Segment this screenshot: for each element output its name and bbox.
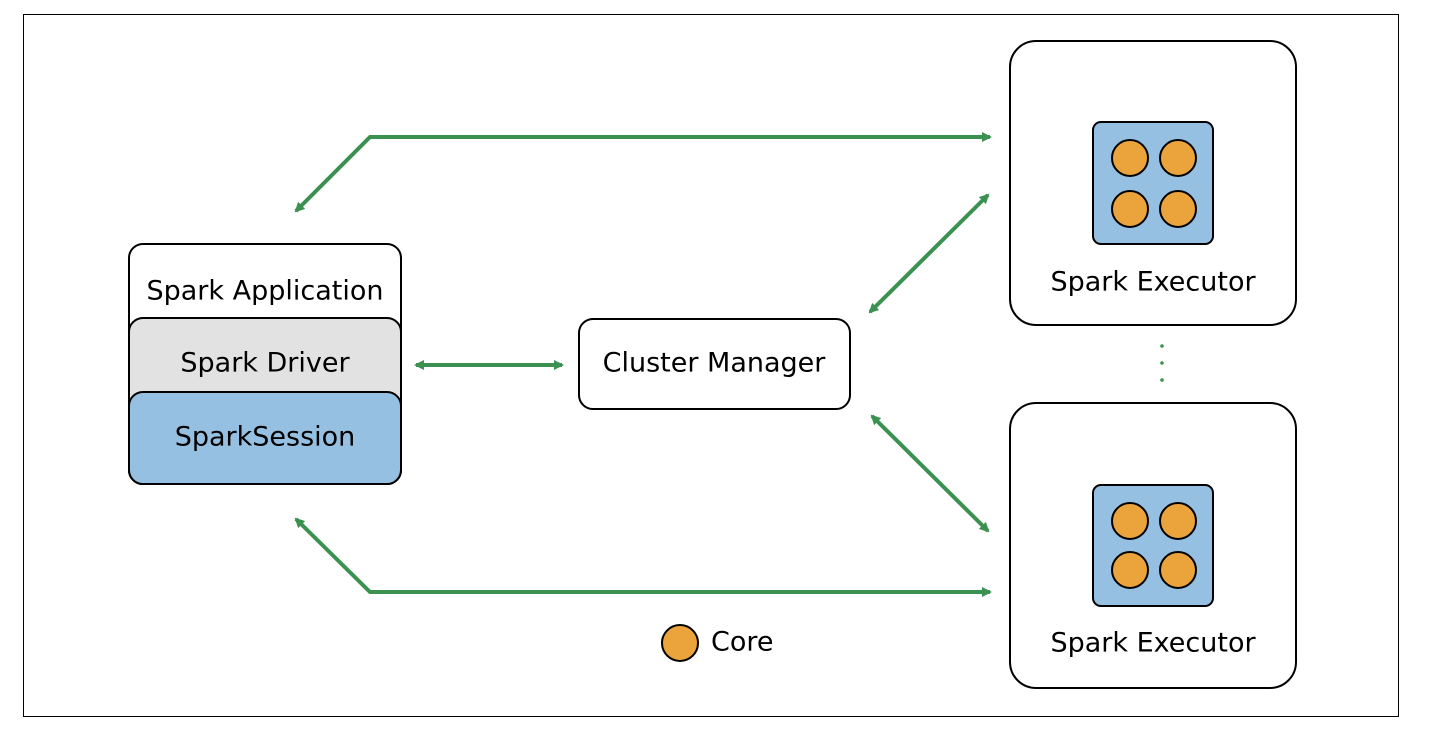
- spark-application-stack: Spark Application Spark Driver SparkSess…: [128, 243, 402, 485]
- executor-node-1: Spark Executor: [1009, 40, 1297, 326]
- core-icon: [1111, 139, 1149, 177]
- spark-application-label: Spark Application: [146, 276, 383, 307]
- legend-core-icon: [661, 624, 699, 662]
- executor-node-2: Spark Executor: [1009, 402, 1297, 689]
- executor-label: Spark Executor: [1050, 267, 1256, 298]
- arrow-driver-to-executor-2: [294, 517, 992, 597]
- legend-core-label: Core: [711, 627, 774, 658]
- spark-session-box: [128, 391, 402, 485]
- executor-core-container: [1092, 121, 1214, 245]
- diagram-frame: [23, 14, 1399, 717]
- executor-core-container: [1092, 484, 1214, 607]
- legend: Core: [661, 624, 774, 662]
- spark-driver-label: Spark Driver: [180, 348, 350, 379]
- ellipsis-dots: [1160, 344, 1164, 382]
- executor-label: Spark Executor: [1050, 628, 1256, 659]
- core-icon: [1111, 502, 1149, 540]
- arrow-driver-to-executor-1: [294, 132, 992, 213]
- core-icon: [1159, 190, 1197, 228]
- spark-session-label: SparkSession: [175, 422, 356, 453]
- core-icon: [1159, 502, 1197, 540]
- cluster-manager-node: Cluster Manager: [578, 318, 851, 410]
- connection-arrows: [294, 132, 992, 597]
- cluster-manager-label: Cluster Manager: [603, 348, 827, 379]
- arrow-cluster-manager-to-executor-1: [868, 193, 990, 314]
- core-icon: [1111, 551, 1149, 589]
- core-icon: [1159, 551, 1197, 589]
- core-icon: [1111, 190, 1149, 228]
- core-icon: [1159, 139, 1197, 177]
- arrow-cluster-manager-to-executor-2: [870, 414, 990, 533]
- cluster-manager-box: [578, 318, 851, 410]
